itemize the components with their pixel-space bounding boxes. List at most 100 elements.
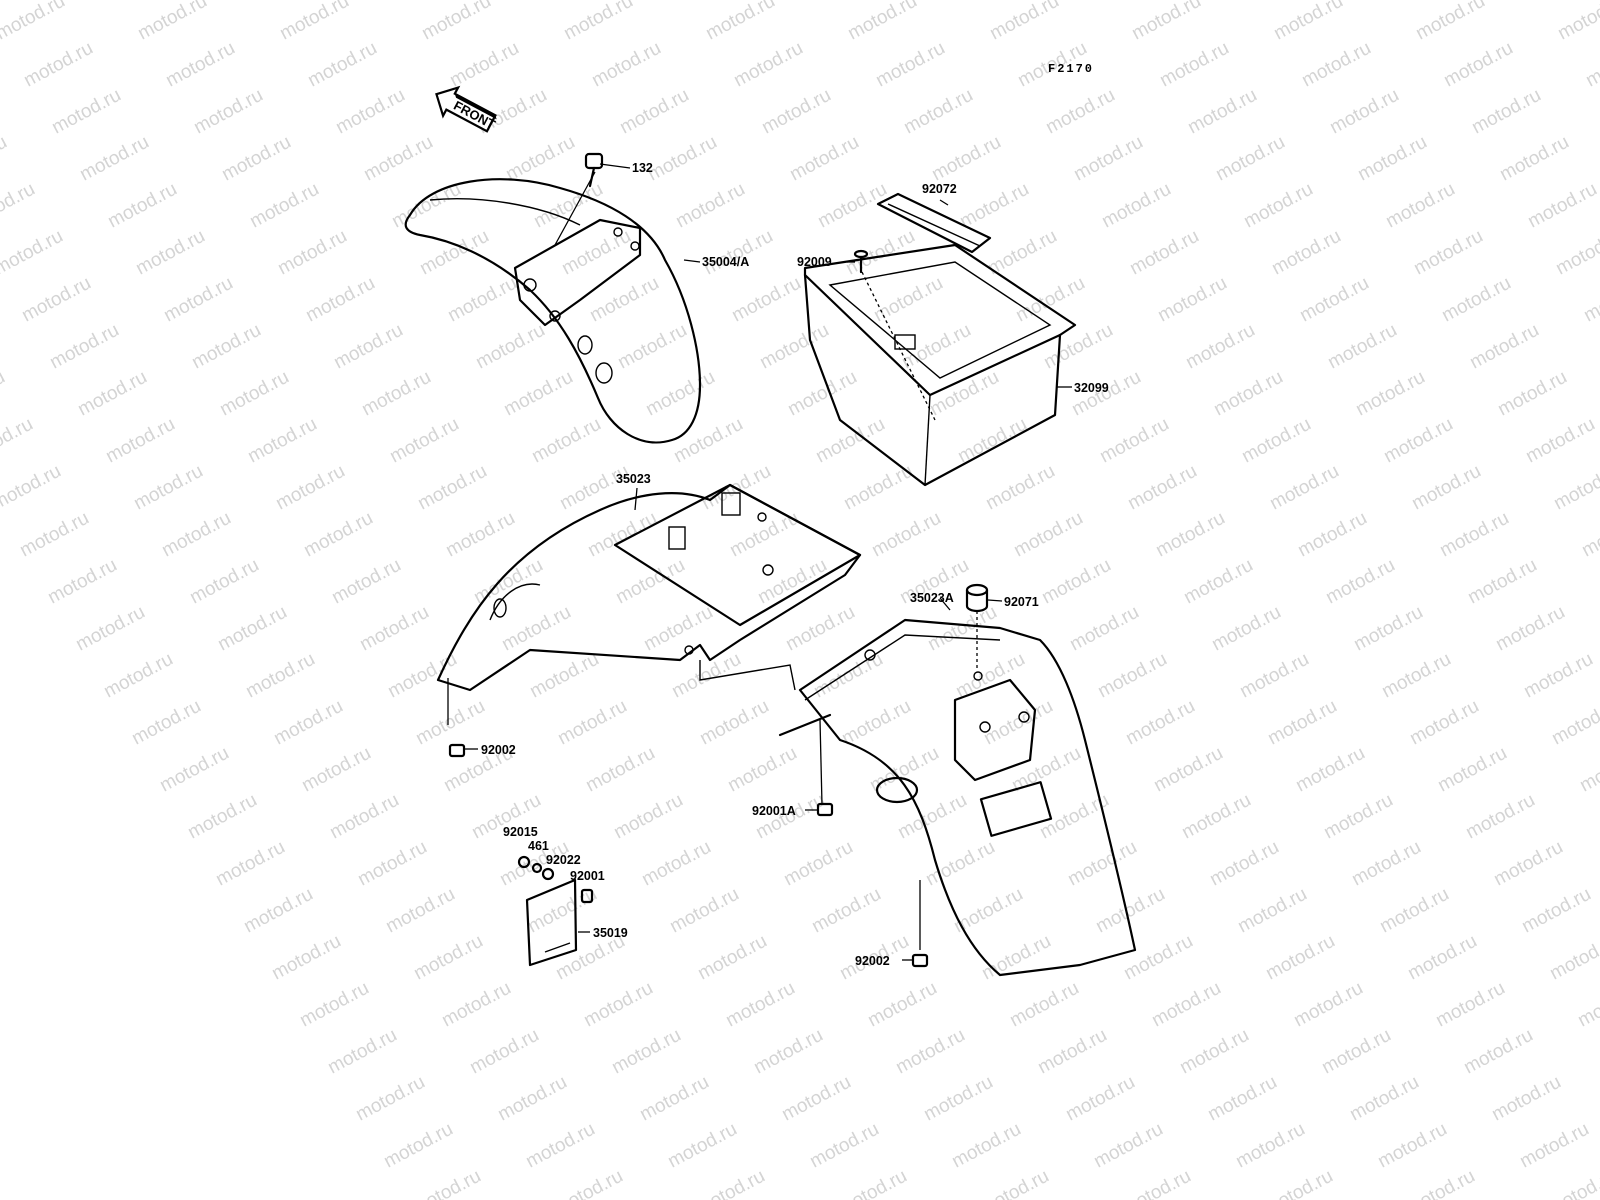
watermark-text: motod.ru [666, 884, 742, 938]
watermark-text: motod.ru [530, 179, 606, 233]
watermark-text: motod.ru [560, 0, 636, 44]
bolt-92002-lower-icon [911, 953, 929, 968]
watermark-text: motod.ru [104, 179, 180, 233]
watermark-text: motod.ru [1270, 0, 1346, 44]
watermark-text: motod.ru [924, 602, 1000, 656]
watermark-text: motod.ru [1182, 320, 1258, 374]
watermark-text: motod.ru [1548, 696, 1600, 750]
watermark-text: motod.ru [160, 273, 236, 327]
watermark-text: motod.ru [838, 696, 914, 750]
watermark-text: motod.ru [498, 602, 574, 656]
watermark-text: motod.ru [1006, 978, 1082, 1032]
watermark-text: motod.ru [444, 273, 520, 327]
watermark-text: motod.ru [922, 837, 998, 891]
watermark-text: motod.ru [610, 790, 686, 844]
watermark-text: motod.ru [1124, 461, 1200, 515]
watermark-text: motod.ru [1318, 1025, 1394, 1079]
watermark-text: motod.ru [1518, 884, 1594, 938]
watermark-text: motod.ru [892, 1025, 968, 1079]
watermark-text: motod.ru [128, 696, 204, 750]
watermark-text: motod.ru [522, 1119, 598, 1173]
watermark-text: motod.ru [1468, 85, 1544, 139]
watermark-text: motod.ru [1554, 0, 1600, 44]
watermark-text: motod.ru [324, 1025, 400, 1079]
watermark-text: motod.ru [246, 179, 322, 233]
watermark-text: motod.ru [1464, 555, 1540, 609]
watermark-text: motod.ru [920, 1072, 996, 1126]
watermark-text: motod.ru [1234, 884, 1310, 938]
watermark-text: motod.ru [722, 978, 798, 1032]
watermark-text: motod.ru [1294, 508, 1370, 562]
watermark-text: motod.ru [928, 132, 1004, 186]
watermark-text: motod.ru [1206, 837, 1282, 891]
watermark-text: motod.ru [702, 0, 778, 44]
watermark-text: motod.ru [296, 978, 372, 1032]
watermark-text: motod.ru [502, 132, 578, 186]
watermark-text: motod.ru [218, 132, 294, 186]
watermark-text: motod.ru [100, 649, 176, 703]
watermark-text: motod.ru [328, 555, 404, 609]
watermark-text: motod.ru [72, 602, 148, 656]
watermark-text: motod.ru [1064, 837, 1140, 891]
watermark-text: motod.ru [1378, 649, 1454, 703]
watermark-text: motod.ru [1516, 1119, 1592, 1173]
watermark-text: motod.ru [692, 1166, 768, 1200]
watermark-text: motod.ru [1354, 132, 1430, 186]
watermark-text: motod.ru [240, 884, 316, 938]
watermark-text: motod.ru [360, 132, 436, 186]
watermark-text: motod.ru [1404, 931, 1480, 985]
watermark-text: motod.ru [408, 1166, 484, 1200]
watermark-text: motod.ru [1232, 1119, 1308, 1173]
watermark-text: motod.ru [664, 1119, 740, 1173]
watermark-text: motod.ru [20, 38, 96, 92]
watermark-text: motod.ru [380, 1119, 456, 1173]
watermark-text: motod.ru [1042, 85, 1118, 139]
watermark-text: motod.ru [978, 931, 1054, 985]
label-461: 461 [528, 839, 549, 853]
watermark-text: motod.ru [1210, 367, 1286, 421]
watermark-text: motod.ru [1488, 1072, 1564, 1126]
watermark-text: motod.ru [1096, 414, 1172, 468]
watermark-text: motod.ru [1374, 1119, 1450, 1173]
watermark-text: motod.ru [1152, 508, 1228, 562]
watermark-text: motod.ru [1434, 743, 1510, 797]
watermark-text: motod.ru [1324, 320, 1400, 374]
watermark-text: motod.ru [1148, 978, 1224, 1032]
watermark-text: motod.ru [808, 884, 884, 938]
watermark-text: motod.ru [382, 884, 458, 938]
watermark-text: motod.ru [1066, 602, 1142, 656]
label-35023: 35023 [616, 472, 651, 486]
watermark-text: motod.ru [724, 743, 800, 797]
watermark-text: motod.ru [1522, 414, 1598, 468]
label-92002-upper: 92002 [481, 743, 516, 757]
watermark-text: motod.ru [330, 320, 406, 374]
watermark-text: motod.ru [730, 38, 806, 92]
watermark-text: motod.ru [1150, 743, 1226, 797]
watermark-text: motod.ru [636, 1072, 712, 1126]
watermark-text: motod.ru [242, 649, 318, 703]
watermark-text: motod.ru [1118, 1166, 1194, 1200]
bolt-92002-upper-icon [448, 743, 466, 758]
watermark-text: motod.ru [1034, 1025, 1110, 1079]
watermark-text: motod.ru [950, 884, 1026, 938]
watermark-text: motod.ru [1544, 1166, 1600, 1200]
watermark-text: motod.ru [864, 978, 940, 1032]
watermark-text: motod.ru [758, 85, 834, 139]
watermark-text: motod.ru [1268, 226, 1344, 280]
watermark-text: motod.ru [418, 0, 494, 44]
watermark-text: motod.ru [472, 320, 548, 374]
watermark-text: motod.ru [190, 85, 266, 139]
watermark-text: motod.ru [1204, 1072, 1280, 1126]
watermark-text: motod.ru [0, 461, 65, 515]
watermark-text: motod.ru [0, 226, 67, 280]
watermark-text: motod.ru [980, 696, 1056, 750]
watermark-text: motod.ru [0, 414, 37, 468]
watermark-text: motod.ru [558, 226, 634, 280]
watermark-text: motod.ru [272, 461, 348, 515]
part-labels: 132 35004/A 92072 92009 32099 35023 3502… [481, 161, 1109, 968]
watermark-text: motod.ru [728, 273, 804, 327]
watermark-text: motod.ru [1496, 132, 1572, 186]
watermark-text: motod.ru [188, 320, 264, 374]
watermark-text: motod.ru [0, 367, 9, 421]
front-arrow-icon: FRONT [435, 85, 498, 133]
